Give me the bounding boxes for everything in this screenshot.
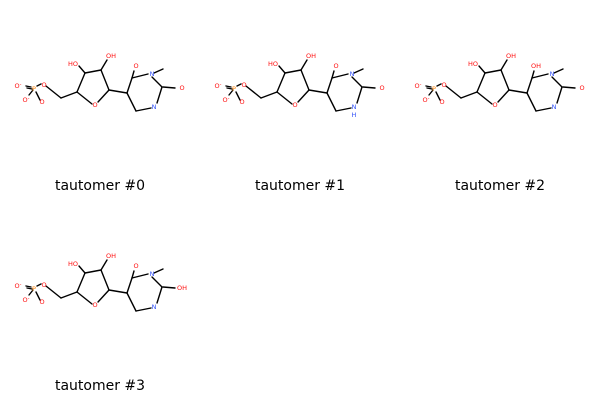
phosphorus-label: P bbox=[232, 85, 236, 93]
n1-label: N bbox=[152, 303, 157, 311]
n3-label: N bbox=[150, 270, 155, 278]
tautomer-caption: tautomer #1 bbox=[254, 178, 346, 194]
atom-labels: O- O- P O O HO OH O O N OH N bbox=[15, 252, 188, 311]
o-minus-label: O- bbox=[15, 282, 22, 290]
atom-labels: O- O- P O O HO OH O O N O N bbox=[15, 52, 185, 111]
o-link-label: O bbox=[241, 81, 246, 89]
c2-oxygen-label: OH bbox=[177, 284, 187, 292]
n3-label: N bbox=[350, 70, 355, 78]
o-link-label: O bbox=[41, 281, 46, 289]
o-double-label: O bbox=[39, 298, 44, 306]
c4-oxygen-label: O bbox=[333, 62, 338, 70]
c4-oxygen-label: OH bbox=[531, 62, 541, 70]
ring-oxygen-label: O bbox=[92, 101, 97, 109]
tautomer-caption: tautomer #0 bbox=[54, 178, 146, 194]
n1-label: N bbox=[552, 103, 557, 111]
molecule-cell: O- O- P O O HO OH O O N O N H tautomer #… bbox=[200, 0, 400, 200]
o-link-label: O bbox=[41, 81, 46, 89]
hydroxyl-label: OH bbox=[106, 252, 116, 260]
phosphorus-label: P bbox=[432, 85, 436, 93]
o-minus-label: O- bbox=[215, 82, 222, 90]
n1-label: N bbox=[352, 103, 357, 111]
hydroxyl-label: HO bbox=[268, 60, 278, 68]
o-link-label: O bbox=[441, 81, 446, 89]
hydroxyl-label: HO bbox=[468, 60, 478, 68]
hydroxyl-label: HO bbox=[68, 60, 78, 68]
o-minus-label: O- bbox=[223, 96, 230, 104]
n3-label: N bbox=[550, 70, 555, 78]
n3-label: N bbox=[150, 70, 155, 78]
molecule-cell: O- O- P O O HO OH O OH N O N tautomer #2 bbox=[400, 0, 600, 200]
o-minus-label: O- bbox=[23, 96, 30, 104]
hydroxyl-label: OH bbox=[506, 52, 516, 60]
molecule-structure: O- O- P O O HO OH O O N OH N bbox=[15, 252, 188, 312]
o-minus-label: O- bbox=[15, 82, 22, 90]
o-minus-label: O- bbox=[23, 296, 30, 304]
hydroxyl-label: HO bbox=[68, 260, 78, 268]
tautomer-caption: tautomer #3 bbox=[54, 378, 146, 394]
hydroxyl-label: OH bbox=[306, 52, 316, 60]
tautomer-caption: tautomer #2 bbox=[454, 178, 546, 194]
molecule-structure: O- O- P O O HO OH O O N O N H bbox=[215, 52, 385, 119]
o-double-label: O bbox=[439, 98, 444, 106]
bond-lines bbox=[25, 259, 176, 312]
bond-lines bbox=[25, 59, 176, 112]
c2-oxygen-label: O bbox=[179, 84, 184, 92]
o-minus-label: O- bbox=[423, 96, 430, 104]
ring-oxygen-label: O bbox=[292, 101, 297, 109]
atom-labels: O- O- P O O HO OH O O N O N H bbox=[215, 52, 385, 119]
molecule-cell: O- O- P O O HO OH O O N O N tautomer #0 bbox=[0, 0, 200, 200]
n1-label: N bbox=[152, 103, 157, 111]
molecule-structure: O- O- P O O HO OH O O N O N bbox=[15, 52, 185, 112]
o-double-label: O bbox=[39, 98, 44, 106]
c4-oxygen-label: O bbox=[133, 262, 138, 270]
bond-lines bbox=[225, 59, 376, 112]
molecule-structure: O- O- P O O HO OH O OH N O N bbox=[415, 52, 585, 112]
ring-oxygen-label: O bbox=[92, 301, 97, 309]
c2-oxygen-label: O bbox=[379, 84, 384, 92]
c2-oxygen-label: O bbox=[579, 84, 584, 92]
o-minus-label: O- bbox=[415, 82, 422, 90]
hydroxyl-label: OH bbox=[106, 52, 116, 60]
atom-labels: O- O- P O O HO OH O OH N O N bbox=[415, 52, 585, 111]
ring-oxygen-label: O bbox=[492, 101, 497, 109]
phosphorus-label: P bbox=[32, 285, 36, 293]
phosphorus-label: P bbox=[32, 85, 36, 93]
o-double-label: O bbox=[239, 98, 244, 106]
n1-hydrogen-label: H bbox=[352, 111, 357, 119]
molecule-cell: O- O- P O O HO OH O O N OH N tautomer #3 bbox=[0, 200, 200, 400]
c4-oxygen-label: O bbox=[133, 62, 138, 70]
bond-lines bbox=[425, 59, 576, 112]
